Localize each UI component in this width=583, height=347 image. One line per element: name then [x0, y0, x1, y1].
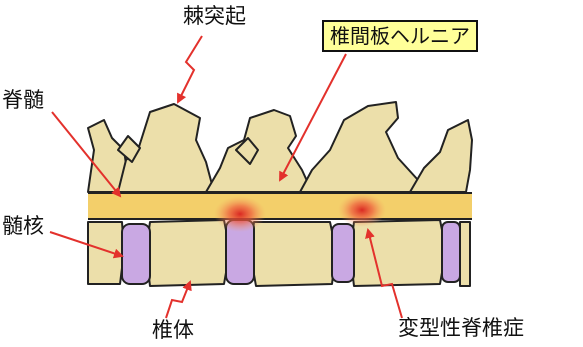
disc-4: [442, 222, 460, 282]
vertebra-1: [88, 222, 124, 284]
disc-3: [332, 224, 354, 282]
spinal-cord-band: [88, 193, 472, 219]
label-spinal-cord: 脊髄: [2, 90, 44, 111]
disc-1: [122, 224, 150, 284]
hernia-glow-2: [338, 193, 386, 227]
vertebra-5: [460, 222, 470, 286]
arch-5: [410, 120, 472, 192]
vertebra-4: [350, 220, 446, 286]
pointer-body: [166, 282, 190, 318]
label-degenerative-spondylosis: 変型性脊椎症: [398, 318, 524, 339]
label-nucleus: 髄核: [2, 216, 44, 237]
label-vertebral-body: 椎体: [152, 320, 194, 341]
label-hernia-callout: 椎間板ヘルニア: [322, 20, 478, 52]
label-spinous-process: 棘突起: [183, 6, 246, 27]
hernia-glow-1: [214, 196, 266, 232]
pointer-spinous: [178, 36, 202, 102]
vertebra-3: [250, 222, 336, 286]
vertebra-2: [146, 220, 230, 286]
arch-4: [300, 102, 420, 192]
